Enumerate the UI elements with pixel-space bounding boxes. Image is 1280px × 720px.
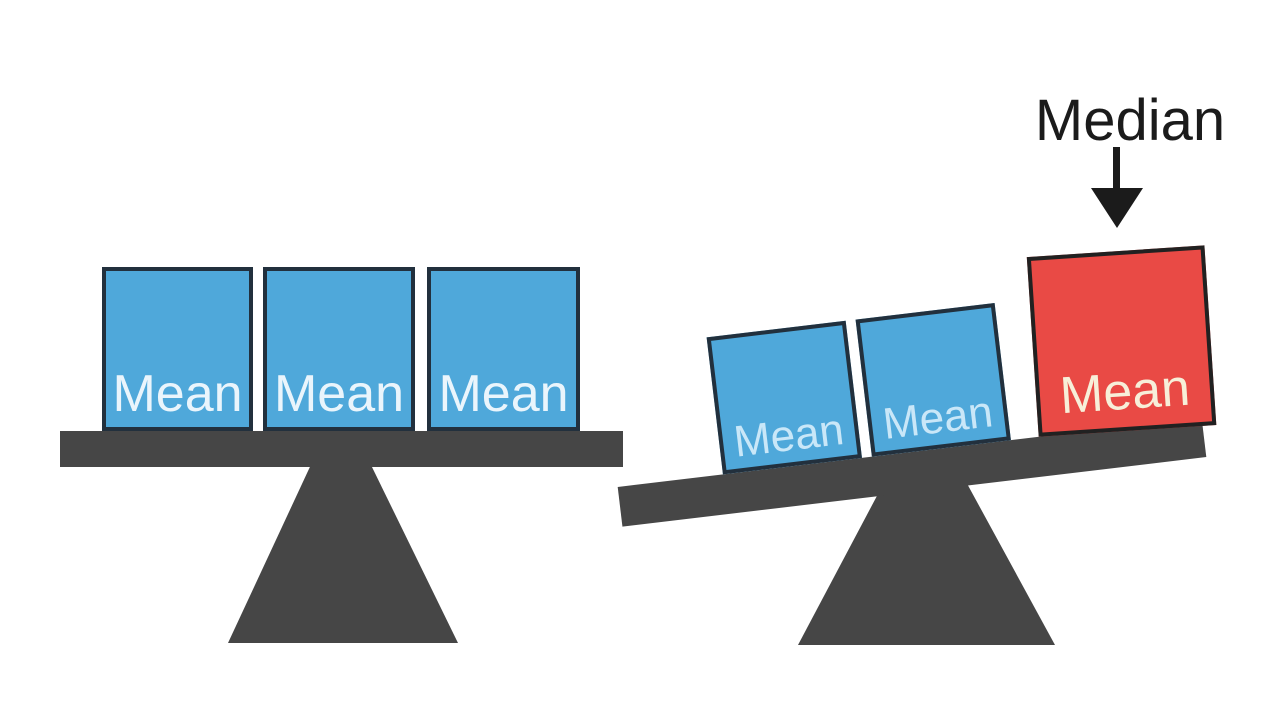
left-beam [60, 431, 623, 467]
median-label: Median [1034, 88, 1226, 153]
mean-box-5: Mean [855, 303, 1011, 457]
outlier-mean-box: Mean [1026, 245, 1217, 437]
mean-box-1-label: Mean [112, 364, 243, 423]
mean-box-1: Mean [102, 267, 253, 431]
mean-box-3-label: Mean [438, 364, 569, 423]
down-arrow-head-icon [1091, 188, 1143, 228]
down-arrow-icon [1113, 147, 1120, 191]
mean-box-3: Mean [427, 267, 580, 431]
mean-box-4: Mean [706, 320, 862, 475]
right-pedestal [798, 480, 1055, 645]
left-pedestal [228, 467, 458, 643]
mean-box-2-label: Mean [273, 364, 405, 423]
mean-box-2: Mean [263, 267, 415, 431]
outlier-mean-box-label: Mean [1058, 358, 1192, 425]
mean-box-5-label: Mean [880, 387, 996, 450]
mean-box-4-label: Mean [731, 405, 847, 467]
